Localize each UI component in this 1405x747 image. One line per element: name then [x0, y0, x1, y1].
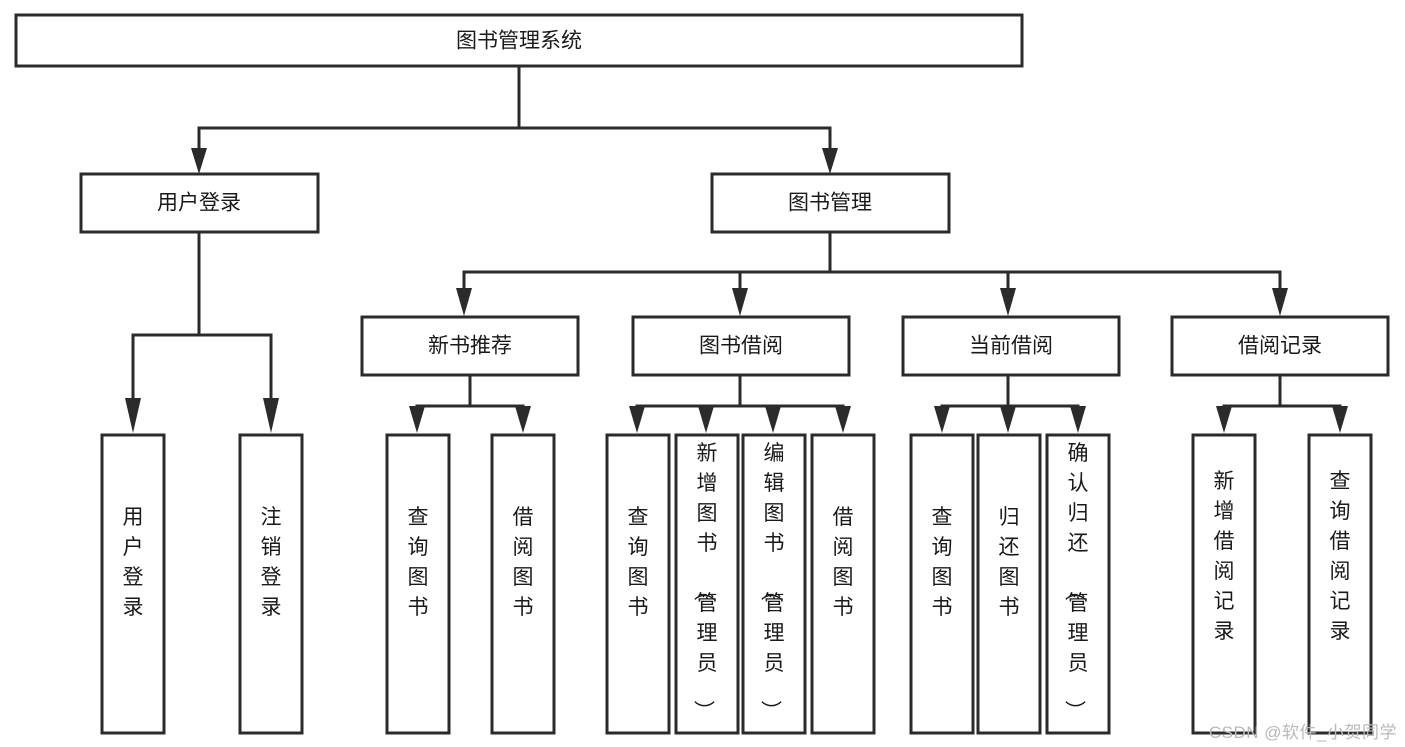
node-leaf-edit-book-box[interactable] — [741, 433, 807, 735]
node-borrow-record-label: 借阅记录 — [1238, 335, 1322, 358]
node-borrow-record[interactable]: 借阅记录 — [1170, 315, 1390, 377]
node-leaf-user-login-label: 用户登录 — [123, 506, 144, 619]
node-leaf-confirm-return[interactable]: 确认归还（管理员） — [1045, 433, 1111, 735]
node-root[interactable]: 图书管理系统 — [14, 13, 1024, 68]
arrow-head-leaf-borrow-book-2 — [835, 406, 851, 433]
node-leaf-user-login-box[interactable] — [100, 433, 166, 735]
node-leaf-borrow-book-2-label: 借阅图书 — [833, 506, 854, 619]
node-root-box[interactable] — [14, 13, 1024, 68]
arrow-head-borrow-record — [1272, 288, 1288, 316]
node-leaf-add-record-label: 新增借阅记录 — [1214, 470, 1235, 643]
node-leaf-user-logout-label: 注销登录 — [261, 506, 282, 619]
node-book-borrow[interactable]: 图书借阅 — [631, 315, 851, 377]
node-leaf-query-book-2[interactable]: 查询图书 — [605, 433, 671, 735]
arrow-head-leaf-user-login — [125, 398, 141, 433]
node-leaf-query-record-box[interactable] — [1307, 433, 1373, 735]
connector-group — [125, 64, 1348, 433]
node-leaf-confirm-return-label: 确认归还（管理员） — [1063, 442, 1089, 721]
node-leaf-edit-book-label: 编辑图书（管理员） — [759, 442, 785, 721]
node-user-login[interactable]: 用户登录 — [79, 172, 320, 234]
node-new-book-recommend[interactable]: 新书推荐 — [360, 315, 580, 377]
arrow-head-leaf-user-logout — [263, 398, 279, 433]
node-leaf-user-logout[interactable]: 注销登录 — [238, 433, 304, 735]
node-leaf-add-book-box[interactable] — [674, 433, 740, 735]
node-leaf-borrow-book-1-box[interactable] — [490, 433, 556, 735]
node-leaf-user-login[interactable]: 用户登录 — [100, 433, 166, 735]
arrow-head-leaf-query-book-1 — [409, 406, 425, 433]
node-book-manage-box[interactable] — [710, 172, 951, 234]
arrow-head-leaf-add-book — [698, 406, 714, 433]
node-leaf-borrow-book-1[interactable]: 借阅图书 — [490, 433, 556, 735]
node-leaf-query-book-2-box[interactable] — [605, 433, 671, 735]
arrow-head-book-borrow — [732, 288, 748, 316]
arrow-head-leaf-query-record — [1332, 406, 1348, 433]
node-new-book-recommend-label: 新书推荐 — [428, 335, 512, 358]
node-leaf-query-record-label: 查询借阅记录 — [1330, 470, 1351, 643]
node-leaf-add-book-label: 新增图书（管理员） — [692, 442, 718, 721]
node-book-manage-label: 图书管理 — [788, 192, 872, 215]
node-leaf-edit-book[interactable]: 编辑图书（管理员） — [741, 433, 807, 735]
node-current-borrow[interactable]: 当前借阅 — [901, 315, 1121, 377]
node-book-manage[interactable]: 图书管理 — [710, 172, 951, 234]
node-current-borrow-box[interactable] — [901, 315, 1121, 377]
node-leaf-query-book-3[interactable]: 查询图书 — [909, 433, 975, 735]
node-leaf-query-book-3-box[interactable] — [909, 433, 975, 735]
arrow-head-new-book-recommend — [456, 288, 472, 316]
arrow-head-leaf-edit-book — [765, 406, 781, 433]
node-leaf-confirm-return-box[interactable] — [1045, 433, 1111, 735]
node-root-label: 图书管理系统 — [456, 30, 582, 53]
arrow-head-leaf-return-book — [1000, 406, 1016, 433]
arrow-head-leaf-query-book-3 — [934, 406, 950, 433]
node-leaf-query-book-2-label: 查询图书 — [628, 506, 649, 619]
node-leaf-return-book[interactable]: 归还图书 — [976, 433, 1042, 735]
node-book-borrow-box[interactable] — [631, 315, 851, 377]
arrow-head-leaf-borrow-book-1 — [515, 406, 531, 433]
node-current-borrow-label: 当前借阅 — [969, 335, 1053, 358]
node-book-borrow-label: 图书借阅 — [699, 335, 783, 358]
node-new-book-recommend-box[interactable] — [360, 315, 580, 377]
node-borrow-record-box[interactable] — [1170, 315, 1390, 377]
node-leaf-query-record[interactable]: 查询借阅记录 — [1307, 433, 1373, 735]
node-leaf-add-record-box[interactable] — [1191, 433, 1257, 735]
node-leaf-return-book-box[interactable] — [976, 433, 1042, 735]
arrow-head-leaf-add-record — [1216, 406, 1232, 433]
csdn-watermark: CSDN @软件_小贺同学 — [1208, 723, 1397, 742]
arrow-head-leaf-query-book-2 — [629, 406, 645, 433]
arrow-head-user-login — [191, 148, 207, 174]
node-leaf-add-record[interactable]: 新增借阅记录 — [1191, 433, 1257, 735]
node-user-login-box[interactable] — [79, 172, 320, 234]
node-leaf-query-book-1-box[interactable] — [385, 433, 451, 735]
node-leaf-borrow-book-2-box[interactable] — [810, 433, 876, 735]
node-leaf-return-book-label: 归还图书 — [999, 506, 1020, 619]
arrow-head-leaf-confirm-return — [1070, 406, 1086, 433]
node-leaf-add-book[interactable]: 新增图书（管理员） — [674, 433, 740, 735]
node-leaf-query-book-3-label: 查询图书 — [932, 506, 953, 619]
node-leaf-user-logout-box[interactable] — [238, 433, 304, 735]
arrow-head-current-borrow — [1000, 288, 1016, 316]
node-leaf-query-book-1[interactable]: 查询图书 — [385, 433, 451, 735]
node-user-login-label: 用户登录 — [157, 192, 241, 215]
node-leaf-borrow-book-2[interactable]: 借阅图书 — [810, 433, 876, 735]
node-leaf-borrow-book-1-label: 借阅图书 — [513, 506, 534, 619]
arrow-head-book-manage — [822, 148, 838, 174]
node-leaf-query-book-1-label: 查询图书 — [408, 506, 429, 619]
